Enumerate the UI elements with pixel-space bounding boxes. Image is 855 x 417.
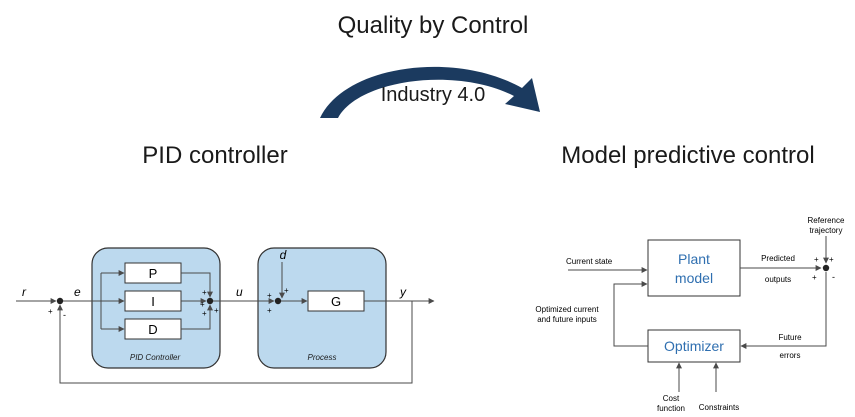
pid-wiring (16, 262, 435, 384)
sign-out2-plus: + (214, 306, 219, 315)
optimizer-block (647, 329, 741, 363)
sign-u-plus: + (267, 291, 272, 300)
pid-sum-junction (206, 297, 214, 305)
signal-u: u (236, 285, 243, 299)
future-label-line1: Future (778, 333, 802, 342)
mpc-sign-plus-top: + (814, 255, 819, 264)
sign-r-plus: + (48, 307, 53, 316)
industry-label: Industry 4.0 (381, 84, 486, 106)
plant-label-line1: Plant (678, 251, 710, 267)
signal-e: e (74, 285, 81, 299)
signal-y: y (399, 285, 407, 299)
g-label: G (331, 294, 341, 309)
cost-label-line1: Cost (663, 394, 680, 403)
error-sum-junction (56, 297, 64, 305)
predicted-label-line1: Predicted (761, 254, 795, 263)
optimized-label-line1: Optimized current (535, 305, 599, 314)
sign-dist-plus: + (284, 286, 289, 295)
reference-label-line2: trajectory (810, 226, 843, 235)
mpc-sum-junction (822, 264, 830, 272)
optimized-label-line2: and future inputs (537, 315, 597, 324)
predicted-label-line2: outputs (765, 275, 791, 284)
mpc-wiring (568, 236, 829, 392)
i-label: I (151, 294, 155, 309)
curved-arrow (320, 66, 540, 118)
future-label-line2: errors (780, 351, 801, 360)
signal-r: r (22, 285, 27, 299)
reference-label-line1: Reference (808, 216, 845, 225)
plant-model-block (647, 239, 741, 297)
sign-i-plus: + (200, 300, 205, 309)
disturbance-sum-junction (274, 297, 282, 305)
sign-out-plus: + (267, 306, 272, 315)
mpc-sign-plus-ref: + (829, 255, 834, 264)
sign-d-plus: + (202, 309, 207, 318)
d-label: D (148, 322, 157, 337)
signal-d: d (280, 248, 287, 262)
sign-p-plus: + (202, 288, 207, 297)
pid-controller-caption: PID Controller (130, 353, 181, 362)
mpc-heading: Model predictive control (561, 142, 814, 169)
current-state-label: Current state (566, 257, 613, 266)
process-caption: Process (308, 353, 337, 362)
mpc-sign-plus-left: + (812, 273, 817, 282)
pid-heading: PID controller (142, 142, 287, 169)
main-title: Quality by Control (338, 12, 529, 39)
mpc-sign-minus: - (832, 272, 835, 282)
p-label: P (149, 266, 158, 281)
constraints-label: Constraints (699, 403, 739, 412)
sign-fb-minus: - (63, 310, 66, 320)
plant-label-line2: model (675, 270, 713, 286)
cost-label-line2: function (657, 404, 685, 413)
optimizer-label: Optimizer (664, 338, 724, 354)
